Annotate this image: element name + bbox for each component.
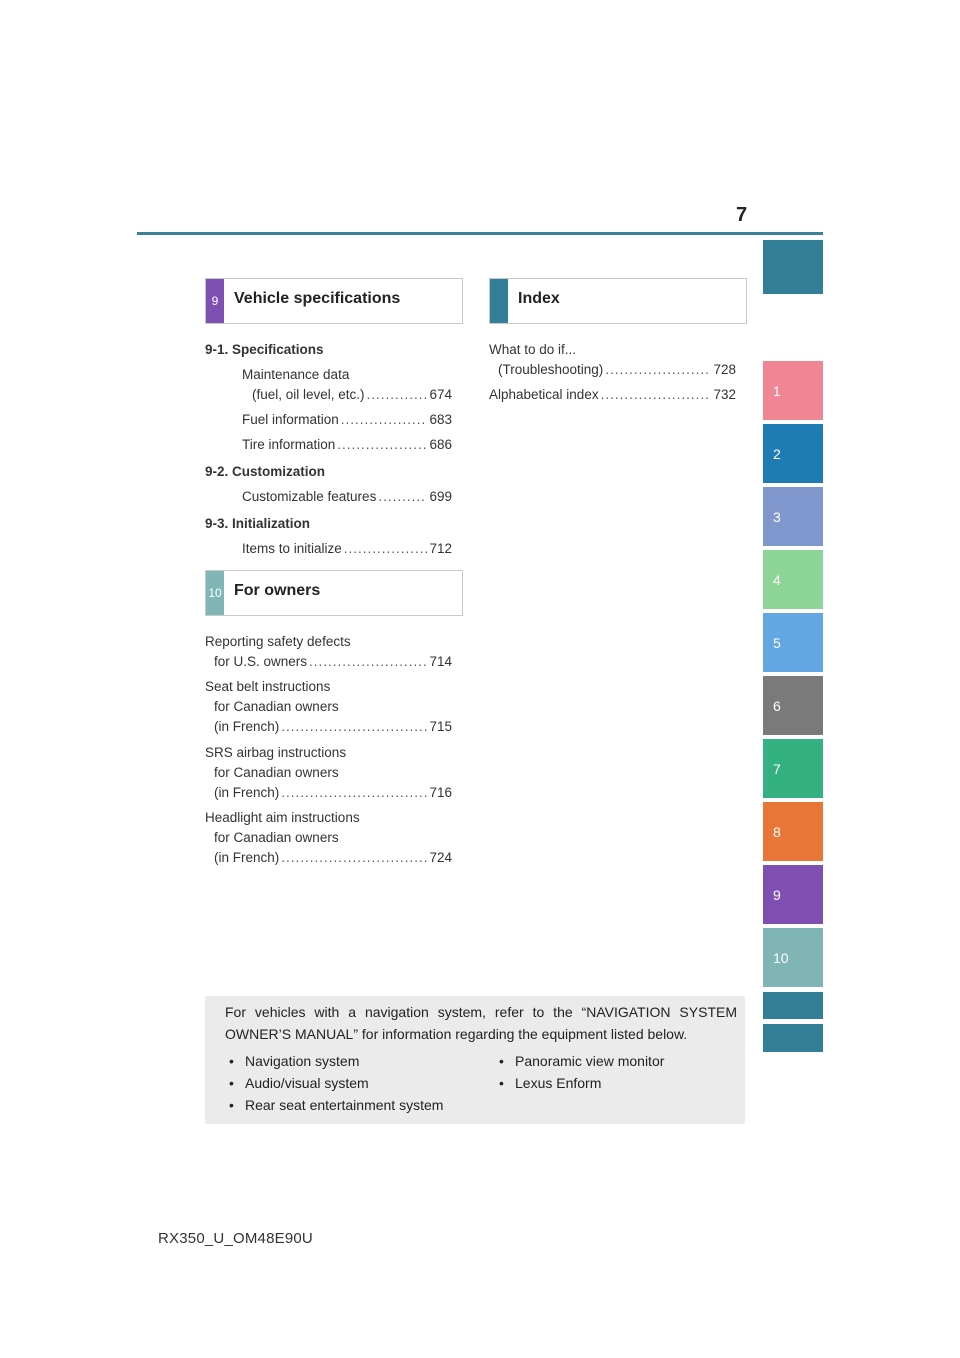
section-number: 10 <box>206 571 224 615</box>
navigation-note-box: For vehicles with a navigation system, r… <box>205 996 745 1124</box>
section-header-index: Index <box>489 278 747 324</box>
chapter-tab-7[interactable]: 7 <box>763 739 823 798</box>
section-header-9: 9 Vehicle specifications <box>205 278 463 324</box>
section-title: Index <box>518 290 560 307</box>
toc-page-number: 728 <box>713 362 736 377</box>
header-rule <box>137 232 823 235</box>
toc-entry-label: (in French) <box>214 719 280 734</box>
toc-entry-label[interactable]: SRS airbag instructions <box>205 745 347 760</box>
chapter-tab-label: 9 <box>773 886 781 903</box>
toc-entry-label: Customizable features <box>242 489 377 504</box>
chapter-tab-9[interactable]: 9 <box>763 865 823 924</box>
toc-entry-label[interactable]: for Canadian owners <box>214 699 339 714</box>
bullet-icon: • <box>229 1097 234 1113</box>
manual-code-footer: RX350_U_OM48E90U <box>158 1230 313 1247</box>
chapter-tab-label: 8 <box>773 823 781 840</box>
chapter-tab-1[interactable]: 1 <box>763 361 823 420</box>
chapter-tab-top[interactable] <box>763 240 823 294</box>
chapter-tab-2[interactable]: 2 <box>763 424 823 483</box>
chapter-tab-10[interactable]: 10 <box>763 928 823 987</box>
toc-entry[interactable]: (in French) 724 <box>214 850 452 865</box>
section-number: 9 <box>206 279 224 323</box>
toc-entry-label[interactable]: What to do if... <box>489 342 577 357</box>
chapter-tab-8[interactable]: 8 <box>763 802 823 861</box>
toc-entry-label: (Troubleshooting) <box>498 362 604 377</box>
toc-entry[interactable]: Tire information 686 <box>242 437 452 452</box>
toc-page-number: 724 <box>429 850 452 865</box>
note-text: For vehicles with a navigation system, r… <box>225 1004 737 1042</box>
list-item: •Rear seat entertainment system <box>229 1097 444 1113</box>
list-item: •Audio/visual system <box>229 1075 369 1091</box>
toc-entry-label: Alphabetical index <box>489 387 599 402</box>
chapter-tab-extra-1[interactable] <box>763 992 823 1019</box>
toc-entry-label[interactable]: Reporting safety defects <box>205 634 351 649</box>
bullet-icon: • <box>229 1053 234 1069</box>
toc-entry-label[interactable]: Seat belt instructions <box>205 679 331 694</box>
toc-subsection-title: 9-2. Customization <box>205 464 326 479</box>
chapter-tab-label: 2 <box>773 445 781 462</box>
chapter-tab-label: 5 <box>773 634 781 651</box>
chapter-tab-extra-2[interactable] <box>763 1024 823 1052</box>
toc-page-number: 716 <box>429 785 452 800</box>
toc-entry-label[interactable]: Maintenance data <box>242 367 350 382</box>
chapter-tab-label: 6 <box>773 697 781 714</box>
section-title: Vehicle specifications <box>234 290 401 307</box>
toc-page-number: 715 <box>429 719 452 734</box>
toc-page-number: 686 <box>429 437 452 452</box>
toc-page-number: 712 <box>429 541 452 556</box>
toc-entry-label: (in French) <box>214 850 280 865</box>
toc-entry-label: (fuel, oil level, etc.) <box>252 387 365 402</box>
chapter-tab-label: 1 <box>773 382 781 399</box>
section-number <box>490 279 508 323</box>
toc-entry[interactable]: for U.S. owners 714 <box>214 654 452 669</box>
toc-page-number: 732 <box>713 387 736 402</box>
toc-entry-label: (in French) <box>214 785 280 800</box>
toc-entry-label: Tire information <box>242 437 336 452</box>
toc-page-number: 699 <box>429 489 452 504</box>
toc-entry[interactable]: Alphabetical index 732 <box>489 387 736 402</box>
toc-entry[interactable]: Fuel information 683 <box>242 412 452 427</box>
toc-entry[interactable]: (Troubleshooting) 728 <box>498 362 736 377</box>
toc-entry-label[interactable]: for Canadian owners <box>214 830 339 845</box>
chapter-tab-5[interactable]: 5 <box>763 613 823 672</box>
section-title: For owners <box>234 582 321 599</box>
chapter-tab-label: 3 <box>773 508 781 525</box>
list-item: •Lexus Enform <box>499 1075 602 1091</box>
chapter-tab-label: 10 <box>773 949 789 966</box>
toc-entry-label[interactable]: Headlight aim instructions <box>205 810 360 825</box>
toc-entry[interactable]: (in French) 716 <box>214 785 452 800</box>
toc-entry-label: for U.S. owners <box>214 654 308 669</box>
chapter-tab-6[interactable]: 6 <box>763 676 823 735</box>
list-item: •Navigation system <box>229 1053 360 1069</box>
toc-entry-label: Items to initialize <box>242 541 342 556</box>
toc-entry[interactable]: Items to initialize 712 <box>242 541 452 556</box>
toc-subsection-title: 9-3. Initialization <box>205 516 311 531</box>
toc-entry[interactable]: (in French) 715 <box>214 719 452 734</box>
toc-entry-label[interactable]: for Canadian owners <box>214 765 339 780</box>
toc-page-number: 674 <box>429 387 452 402</box>
section-header-10: 10 For owners <box>205 570 463 616</box>
chapter-tab-4[interactable]: 4 <box>763 550 823 609</box>
toc-entry-label: Fuel information <box>242 412 339 427</box>
chapter-tab-label: 7 <box>773 760 781 777</box>
toc-page-number: 714 <box>429 654 452 669</box>
bullet-icon: • <box>499 1075 504 1091</box>
toc-subsection-title: 9-1. Specifications <box>205 342 324 357</box>
toc-page-number: 683 <box>429 412 452 427</box>
toc-entry[interactable]: (fuel, oil level, etc.) 674 <box>252 387 452 402</box>
bullet-icon: • <box>229 1075 234 1091</box>
list-item: •Panoramic view monitor <box>499 1053 665 1069</box>
bullet-icon: • <box>499 1053 504 1069</box>
toc-entry[interactable]: Customizable features 699 <box>242 489 452 504</box>
chapter-tab-label: 4 <box>773 571 781 588</box>
page-number: 7 <box>736 204 748 226</box>
chapter-tab-3[interactable]: 3 <box>763 487 823 546</box>
